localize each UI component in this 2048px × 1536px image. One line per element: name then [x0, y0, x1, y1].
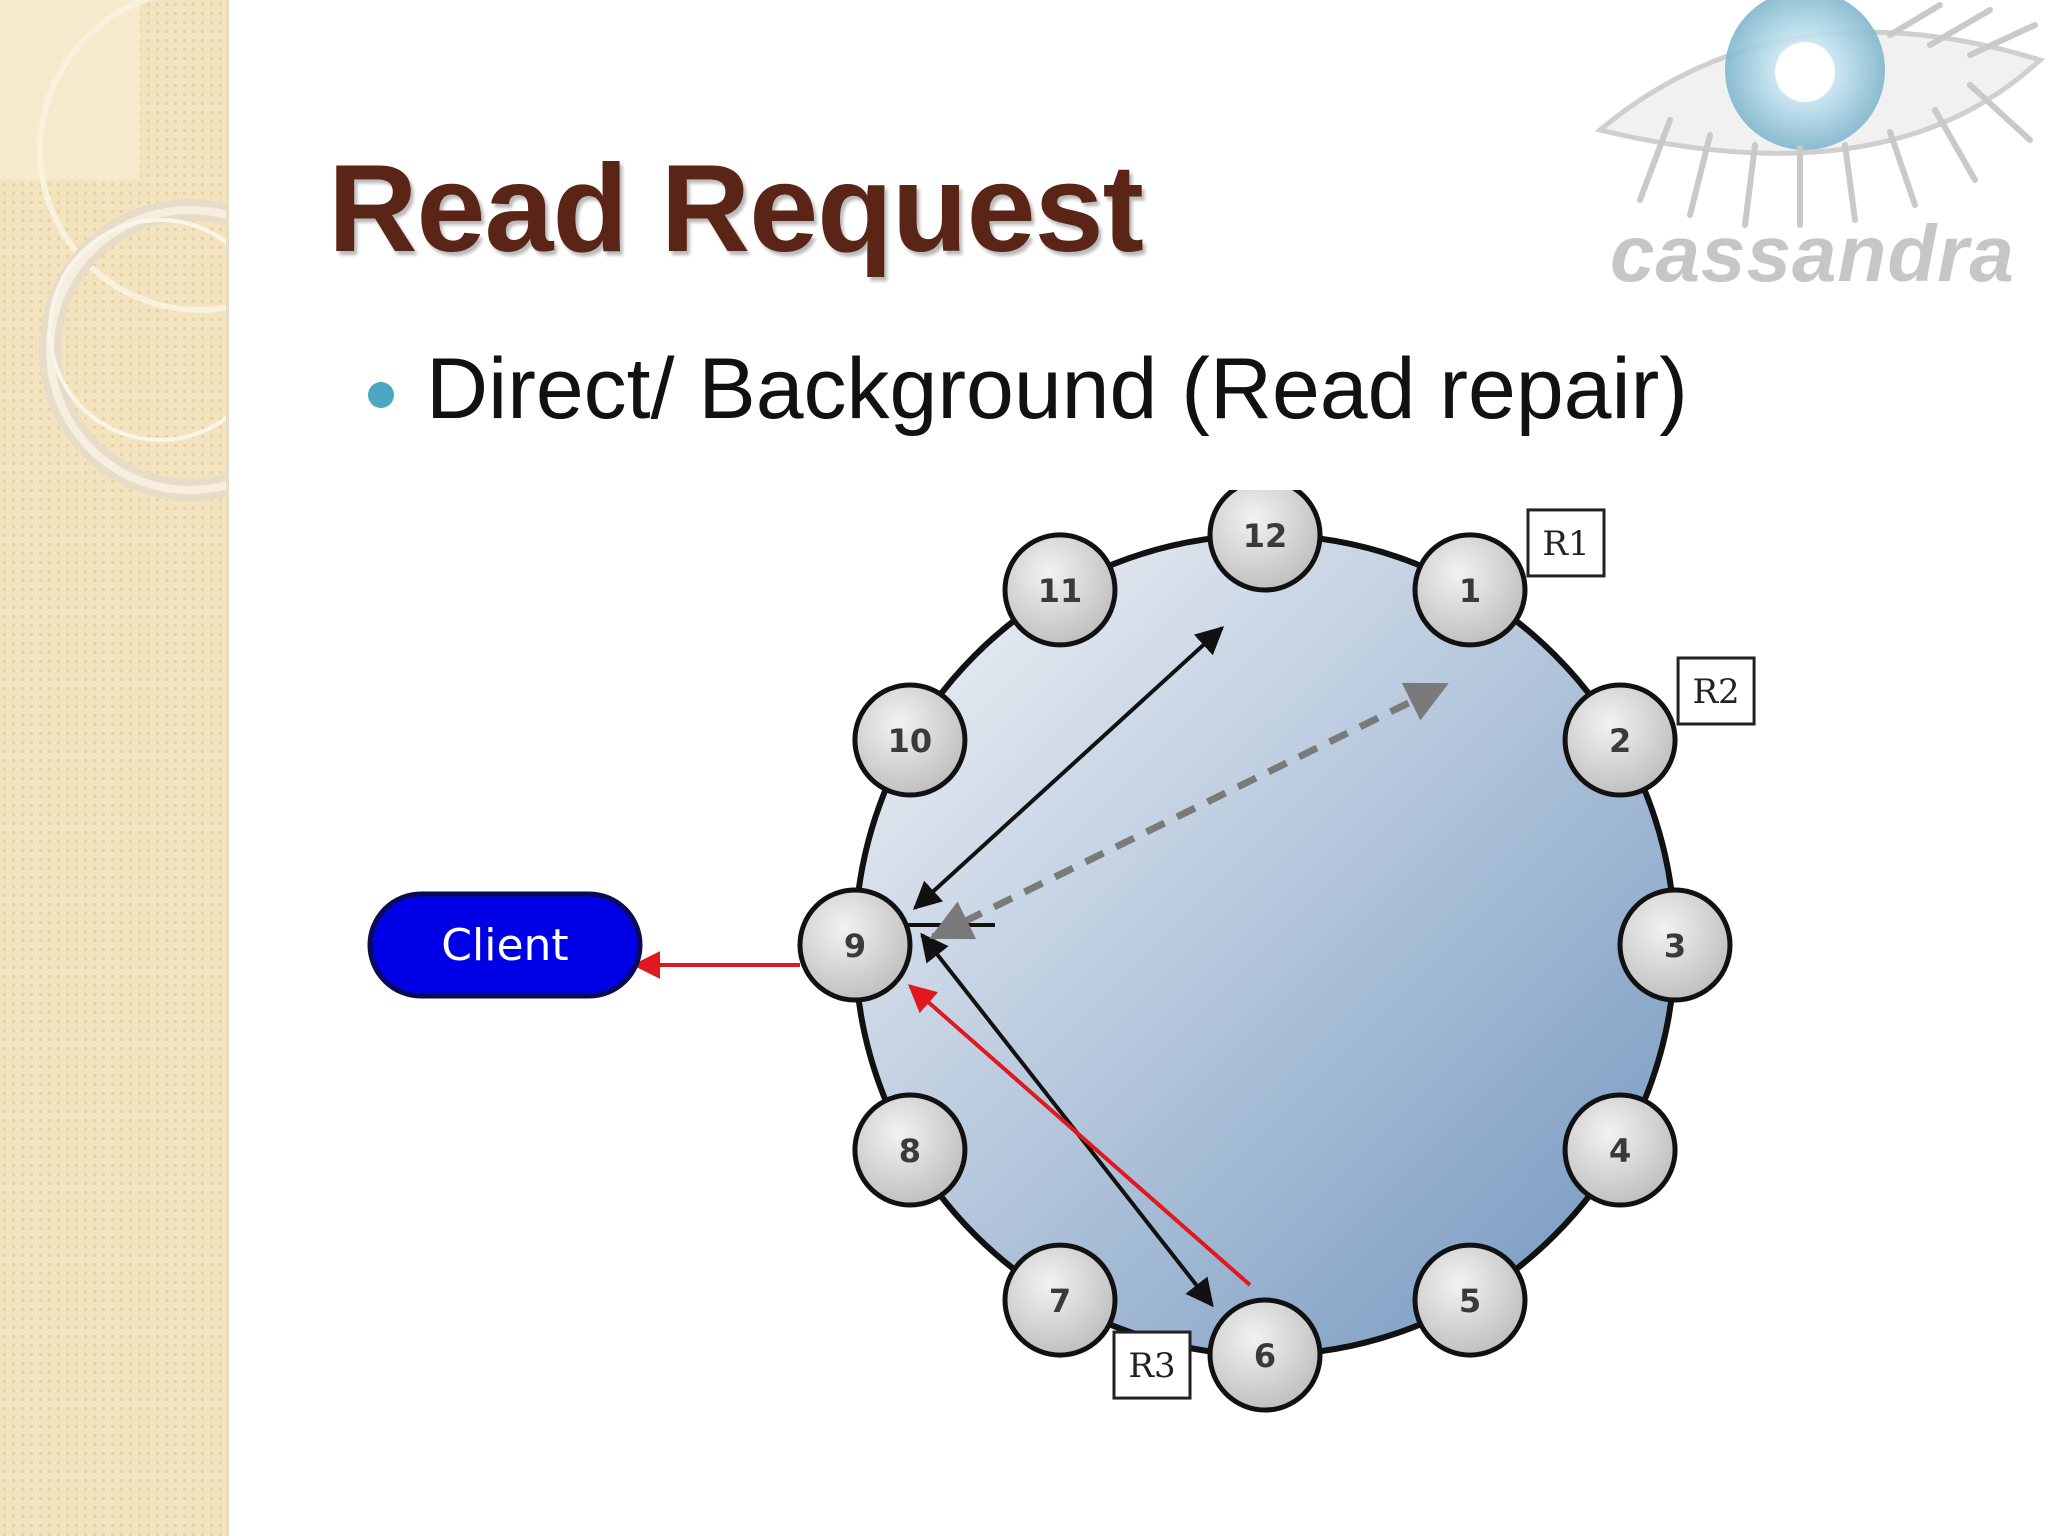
ring-node-circle — [1617, 887, 1733, 1003]
ring-node-label: 8 — [899, 1132, 921, 1170]
ring-node-2: 2 — [1562, 682, 1678, 798]
sidebar-rings-graphic — [0, 0, 228, 501]
ring-node-circle — [1207, 490, 1323, 593]
ring-node-circle — [1207, 1297, 1323, 1413]
ring-node-label: 6 — [1254, 1337, 1276, 1375]
edge-read-repair-node-10-node-2 — [929, 681, 1449, 941]
replica-tag-label: R2 — [1692, 672, 1739, 712]
ring-node-circle — [1412, 532, 1528, 648]
ring-node-3: 3 — [1617, 887, 1733, 1003]
ring-node-circle — [1412, 1242, 1528, 1358]
replica-tag-label: R1 — [1542, 524, 1589, 564]
ring-node-6: 6 — [1207, 1297, 1323, 1413]
ring-node-circle — [852, 1092, 968, 1208]
ring-node-circle — [1002, 532, 1118, 648]
replica-tag-box — [1112, 1330, 1192, 1400]
ring-node-4: 4 — [1562, 1092, 1678, 1208]
ring-node-1: 1 — [1412, 532, 1528, 648]
replica-tag-r1: R1 — [1526, 508, 1606, 578]
client-label: Client — [441, 920, 568, 971]
ring-node-10: 10 — [852, 682, 968, 798]
slide-title: Read Request — [328, 140, 1144, 278]
ring-node-5: 5 — [1412, 1242, 1528, 1358]
ring-node-circle — [1562, 682, 1678, 798]
ring-node-9: 9 — [797, 887, 913, 1003]
ring-node-label: 11 — [1038, 572, 1083, 610]
ring-node-label: 12 — [1243, 517, 1288, 555]
ring-node-label: 9 — [844, 927, 866, 965]
ring-node-circle — [1562, 1092, 1678, 1208]
ring-node-label: 4 — [1609, 1132, 1631, 1170]
bullet-dot — [368, 382, 394, 408]
sidebar-divider — [226, 0, 229, 1536]
cassandra-logo-text: cassandra — [1610, 209, 2015, 298]
ring-node-7: 7 — [1002, 1242, 1118, 1358]
ring-node-label: 1 — [1459, 572, 1481, 610]
replica-tag-r3: R3 — [1112, 1330, 1192, 1400]
ring-node-label: 5 — [1459, 1282, 1481, 1320]
ring-node-label: 7 — [1049, 1282, 1071, 1320]
decorative-sidebar — [0, 0, 228, 1536]
ring-node-12: 12 — [1207, 490, 1323, 593]
ring-node-label: 10 — [888, 722, 933, 760]
token-ring — [852, 532, 1678, 1358]
cassandra-eye-logo — [1594, 0, 2045, 228]
ring-node-label: 3 — [1664, 927, 1686, 965]
ring-node-label: 2 — [1609, 722, 1631, 760]
replica-tag-r2: R2 — [1676, 656, 1756, 726]
ring-node-circle — [852, 682, 968, 798]
client-node: Client — [367, 891, 643, 999]
ring-node-8: 8 — [852, 1092, 968, 1208]
replica-tag-label: R3 — [1128, 1346, 1175, 1386]
replica-tag-box — [1676, 656, 1756, 726]
ring-node-11: 11 — [1002, 532, 1118, 648]
ring-node-circle — [797, 887, 913, 1003]
ring-node-circle — [1002, 1242, 1118, 1358]
bullet-text: Direct/ Background (Read repair) — [426, 341, 1688, 437]
edge-node-10-node-7 — [920, 932, 1214, 1308]
edge-node-7-to-node-10 — [907, 984, 1252, 1287]
replica-tag-box — [1526, 508, 1606, 578]
